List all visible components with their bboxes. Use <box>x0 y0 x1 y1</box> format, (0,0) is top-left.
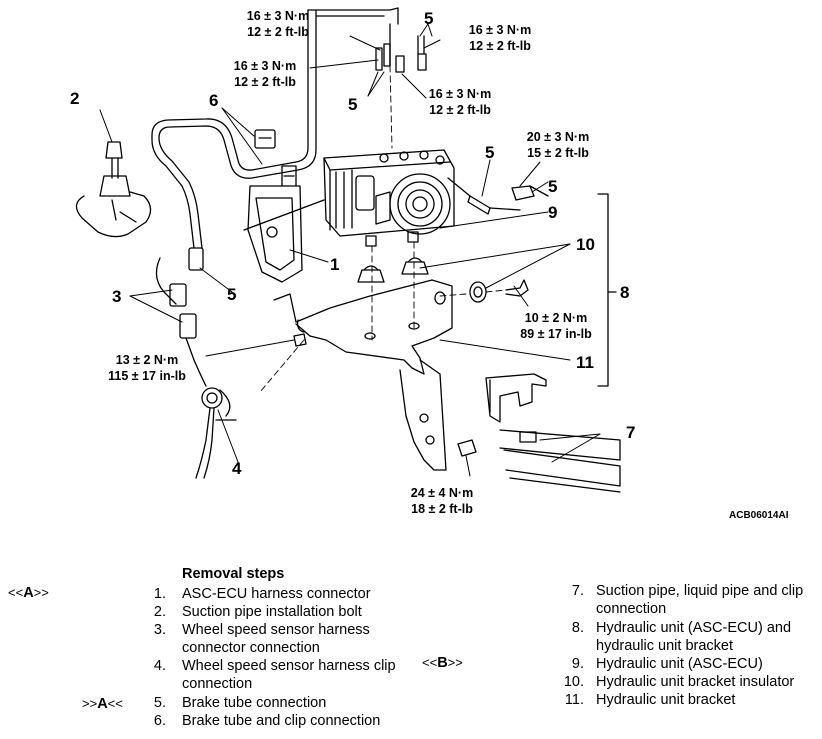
hydraulic-unit <box>323 149 455 247</box>
torque-2-nm: 16 ± 3 N·m <box>234 59 296 73</box>
removal-steps: Removal steps <<A>> >>A<< <<B>> 1.ASC-EC… <box>8 566 804 729</box>
torque-7-inlb: 115 ± 17 in-lb <box>108 369 186 383</box>
figure-code: ACB06014AI <box>729 510 789 521</box>
torque-7-nm: 13 ± 2 N·m <box>116 353 178 367</box>
alignment-lines <box>259 65 507 393</box>
group-bracket-8 <box>597 193 609 387</box>
torque-8-nm: 24 ± 4 N·m <box>411 486 473 500</box>
ecu-bracket <box>243 165 325 283</box>
service-point-A-removal: <<A>> <box>8 585 49 601</box>
callout-8: 8 <box>620 283 629 302</box>
wheel-speed-harness <box>155 257 237 479</box>
service-point-A-install: >>A<< <box>82 696 123 712</box>
brake-tube-fittings <box>375 35 549 215</box>
bracket-insulators <box>293 257 529 457</box>
callout-5-left: 5 <box>348 95 357 114</box>
torque-4-nm: 16 ± 3 N·m <box>429 87 491 101</box>
callout-4: 4 <box>232 459 242 478</box>
torque-6-inlb: 89 ± 17 in-lb <box>520 327 592 341</box>
torque-1-ftlb: 12 ± 2 ft-lb <box>247 25 309 39</box>
ecu-connector <box>355 175 375 211</box>
torque-5-nm: 20 ± 3 N·m <box>527 130 589 144</box>
callout-7: 7 <box>626 423 635 442</box>
callout-2: 2 <box>70 89 79 108</box>
hydraulic-unit-bracket <box>273 279 453 471</box>
suction-pipe-bolt <box>75 141 152 238</box>
callout-5-top: 5 <box>424 9 433 28</box>
callout-5-mid: 5 <box>485 143 494 162</box>
callout-1: 1 <box>330 255 339 274</box>
service-point-B-removal: <<B>> <box>422 655 463 671</box>
removal-steps-title: Removal steps <box>182 566 285 582</box>
torque-5-ftlb: 15 ± 2 ft-lb <box>527 146 589 160</box>
callout-10: 10 <box>576 235 595 254</box>
leader-lines <box>99 23 601 477</box>
brake-tube <box>151 7 399 271</box>
exploded-view-diagram: 2 6 5 5 5 5 5 1 3 4 9 10 8 11 7 16 ± 3 N… <box>70 7 789 521</box>
callout-3: 3 <box>112 287 121 306</box>
torque-3-ftlb: 12 ± 2 ft-lb <box>469 39 531 53</box>
callout-11: 11 <box>576 353 594 372</box>
callout-9: 9 <box>548 203 557 222</box>
torque-1-nm: 16 ± 3 N·m <box>247 9 309 23</box>
torque-6-nm: 10 ± 2 N·m <box>525 311 587 325</box>
callout-6: 6 <box>209 91 218 110</box>
tube-clip <box>254 129 276 149</box>
suction-liquid-pipes <box>485 373 621 493</box>
callout-5-tube: 5 <box>227 285 236 304</box>
torque-8-ftlb: 18 ± 2 ft-lb <box>411 502 473 516</box>
torque-2-ftlb: 12 ± 2 ft-lb <box>234 75 296 89</box>
torque-4-ftlb: 12 ± 2 ft-lb <box>429 103 491 117</box>
torque-3-nm: 16 ± 3 N·m <box>469 23 531 37</box>
callout-5-right: 5 <box>548 177 557 196</box>
